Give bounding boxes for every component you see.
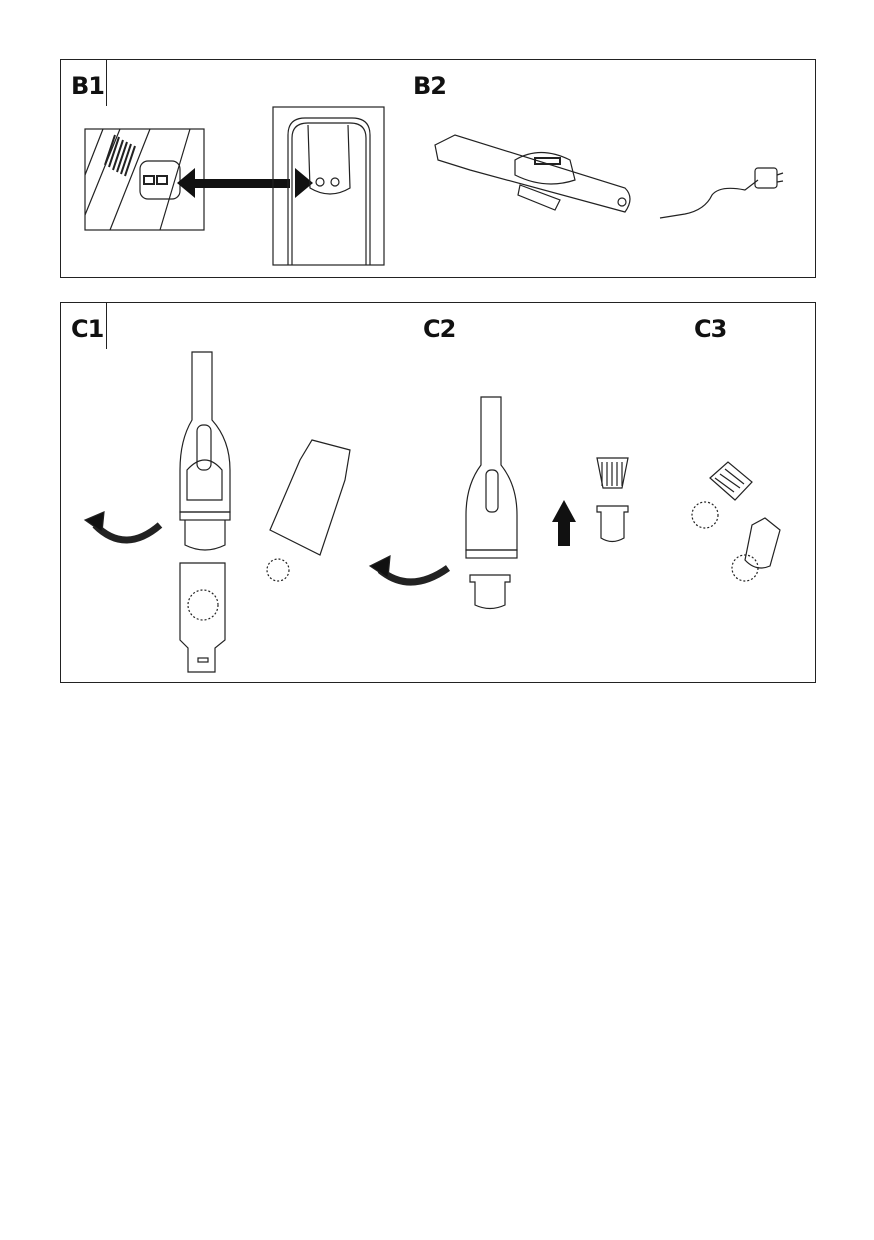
- step-label-c2: C2: [423, 315, 456, 343]
- vacuum-body-c1: [179, 351, 231, 551]
- dust-container-c1: [179, 439, 351, 673]
- rotate-arrow-icon: [83, 511, 163, 544]
- panel-b: [60, 59, 816, 278]
- rotate-arrow-icon: [368, 554, 451, 586]
- charger-adapter-illustration: [659, 167, 784, 219]
- panel-c: [60, 302, 816, 683]
- vacuum-body-c2: [465, 396, 518, 610]
- filter-c2: [596, 457, 629, 543]
- label-divider: [106, 60, 107, 106]
- step-label-b2: B2: [413, 72, 447, 100]
- label-divider: [106, 303, 107, 349]
- charger-base-detail: [272, 106, 385, 266]
- step-label-c3: C3: [694, 315, 727, 343]
- up-arrow-icon: [552, 500, 576, 546]
- handheld-vacuum-illustration: [434, 134, 631, 213]
- step-label-b1: B1: [71, 72, 105, 100]
- filter-c3: [691, 461, 781, 582]
- double-arrow-icon: [177, 168, 313, 198]
- step-label-c1: C1: [71, 315, 104, 343]
